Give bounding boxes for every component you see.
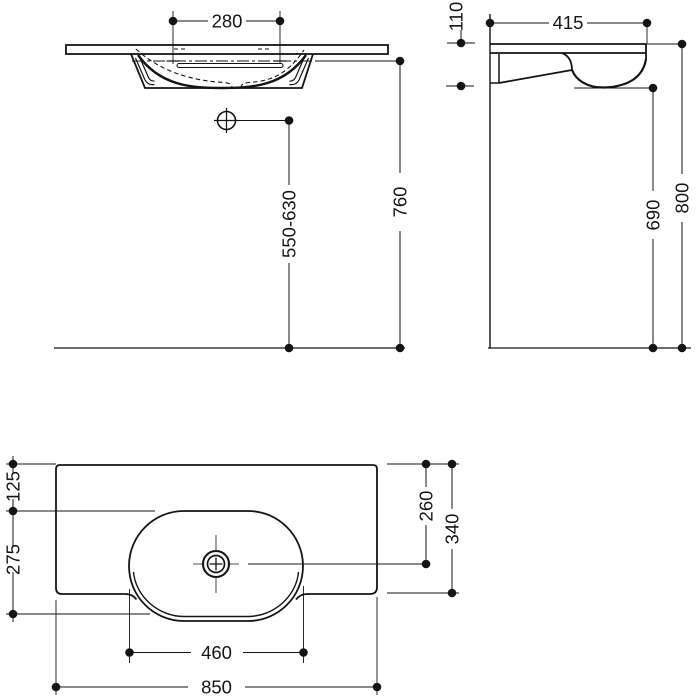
dim-dot	[447, 588, 457, 598]
dim-dot	[372, 682, 382, 692]
plan-slab-outline	[55, 464, 378, 601]
dim-label-edge-to-bowl: 125	[3, 471, 24, 502]
bowl-back-curve	[561, 52, 573, 71]
hidden-bowl-contour-right	[240, 49, 305, 89]
dim-dot	[447, 459, 457, 469]
wall-bracket	[490, 54, 500, 84]
dim-dot	[125, 648, 134, 657]
dim-label-faucet-spacing: 280	[212, 11, 243, 32]
front-bowl-arc	[137, 54, 307, 90]
dim-dot	[421, 559, 431, 569]
dim-label-total-depth: 340	[442, 514, 463, 545]
bowl-front-arc	[570, 58, 648, 89]
left-corner-detail	[134, 56, 155, 86]
dim-dot	[168, 16, 178, 26]
dim-label-depth: 415	[553, 12, 584, 33]
dim-dot	[275, 16, 285, 26]
side-slab-outline	[490, 43, 647, 59]
front-view: 280 550-630 760	[54, 11, 411, 353]
dim-dot	[8, 609, 18, 619]
dim-dot	[8, 506, 18, 516]
width-extension-lines	[55, 597, 378, 695]
basin-underside-line	[498, 69, 573, 84]
left-extension-lines	[6, 463, 155, 615]
dim-dot	[51, 682, 61, 692]
dim-label-bowl-front: 275	[3, 544, 24, 575]
dim-dot	[485, 18, 495, 28]
front-slab-outline	[65, 44, 389, 55]
dim-dot	[299, 648, 308, 657]
dim-label-rim-height: 760	[390, 187, 411, 218]
dim-label-bowl-width: 460	[201, 642, 232, 663]
mount-point-icon	[214, 108, 239, 133]
dim-dot	[421, 459, 431, 469]
dim-ticks-110	[446, 42, 475, 87]
overflow-ledge	[176, 62, 284, 69]
dim-dot	[8, 459, 18, 469]
dim-label-top-height: 800	[672, 183, 693, 214]
side-view: 415 110 690 800	[446, 2, 693, 353]
dim-dot	[642, 18, 652, 28]
right-corner-detail	[289, 56, 310, 86]
dim-label-apron-height: 110	[446, 2, 467, 32]
dim-label-underside-height: 690	[643, 200, 664, 231]
drain-icon	[193, 535, 239, 593]
dim-label-drain-offset: 260	[416, 491, 437, 522]
plan-view: 125 275 260 340 460 850	[3, 456, 463, 698]
plan-bowl-inner-rim	[132, 571, 300, 618]
dim-label-mount-height: 550-630	[279, 190, 300, 258]
dim-label-total-width: 850	[201, 677, 232, 698]
